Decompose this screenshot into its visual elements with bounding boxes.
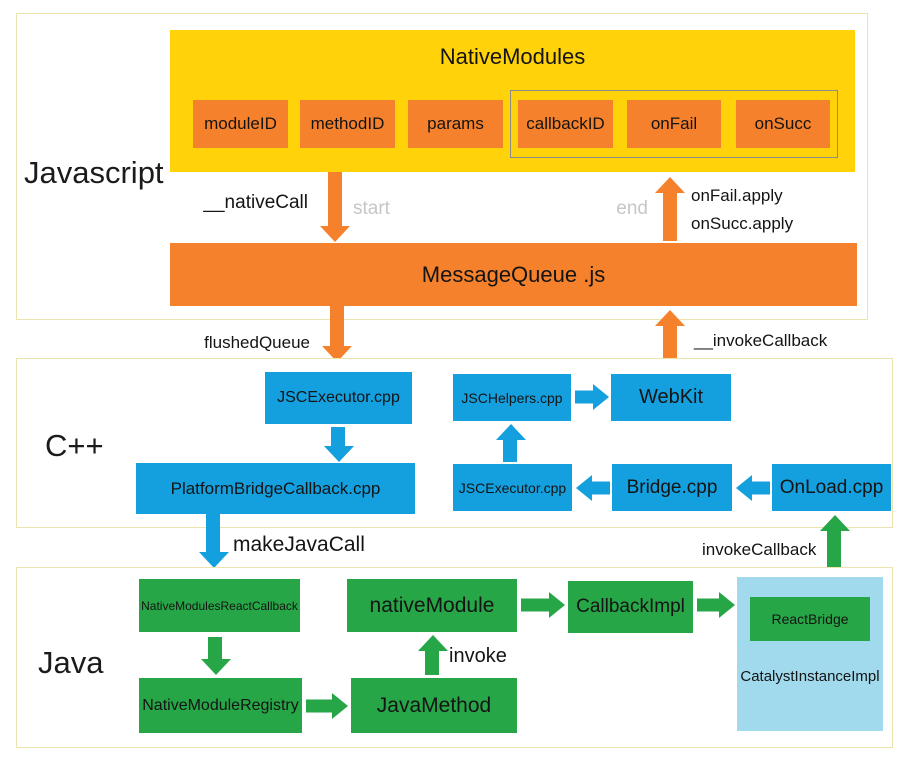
invoke-label: invoke	[449, 645, 507, 667]
callback-apply-arrow	[655, 177, 685, 241]
js-invoke-callback-arrow	[655, 310, 685, 368]
message-queue-box: MessageQueue .js	[170, 243, 857, 306]
react-bridge-box: ReactBridge	[750, 597, 870, 641]
jsc-executor-top-box: JSCExecutor.cpp	[265, 372, 412, 424]
field-params: params	[408, 100, 503, 148]
on-fail-apply-label: onFail.apply	[691, 186, 783, 205]
start-label: start	[353, 198, 390, 219]
native-module-box: nativeModule	[347, 579, 517, 632]
callback-impl-box: CallbackImpl	[568, 581, 693, 633]
callbackimpl-to-catalyst-arrow	[697, 592, 735, 618]
nmrc-to-registry-arrow	[201, 637, 231, 675]
end-label: end	[616, 198, 648, 219]
jsc2-to-helpers-arrow	[496, 424, 526, 462]
helpers-to-webkit-arrow	[575, 384, 609, 410]
js-invoke-callback-label: __invokeCallback	[694, 331, 828, 350]
java-invoke-callback-label: invokeCallback	[702, 540, 817, 559]
invoke-arrow	[418, 635, 448, 675]
registry-to-javamethod-arrow	[306, 693, 348, 719]
onload-to-bridge-arrow	[736, 475, 770, 501]
jsc-executor-bottom-box: JSCExecutor.cpp	[453, 464, 572, 511]
callback-group-border	[510, 90, 838, 158]
make-java-call-arrow	[199, 514, 229, 568]
nativemodule-to-callbackimpl-arrow	[521, 592, 565, 618]
platform-bridge-callback-box: PlatformBridgeCallback.cpp	[136, 463, 415, 514]
bridge-to-jsc-arrow	[576, 475, 610, 501]
on-succ-apply-label: onSucc.apply	[691, 214, 794, 233]
make-java-call-label: makeJavaCall	[233, 533, 365, 556]
java-method-box: JavaMethod	[351, 678, 517, 733]
flushed-queue-label: flushedQueue	[204, 333, 310, 352]
webkit-box: WebKit	[611, 374, 731, 421]
field-method-id: methodID	[300, 100, 395, 148]
native-call-arrow	[320, 172, 350, 242]
catalyst-instance-impl-label: CatalystInstanceImpl	[740, 668, 880, 685]
field-on-fail: onFail	[627, 100, 721, 148]
native-modules-react-callback-box: NativeModulesReactCallback	[139, 579, 300, 632]
onload-box: OnLoad.cpp	[772, 464, 891, 511]
javascript-section-label: Javascript	[24, 155, 164, 190]
jsc-to-platform-arrow	[324, 427, 354, 462]
bridge-box: Bridge.cpp	[612, 464, 732, 511]
native-call-label: __nativeCall	[203, 192, 308, 213]
field-on-succ: onSucc	[736, 100, 830, 148]
field-callback-id: callbackID	[518, 100, 613, 148]
flushed-queue-arrow	[322, 306, 352, 362]
field-module-id: moduleID	[193, 100, 288, 148]
java-section-label: Java	[38, 645, 104, 680]
jsc-helpers-box: JSCHelpers.cpp	[453, 374, 571, 421]
native-modules-title: NativeModules	[439, 44, 586, 69]
cpp-section-label: C++	[45, 428, 104, 463]
native-module-registry-box: NativeModuleRegistry	[139, 678, 302, 733]
